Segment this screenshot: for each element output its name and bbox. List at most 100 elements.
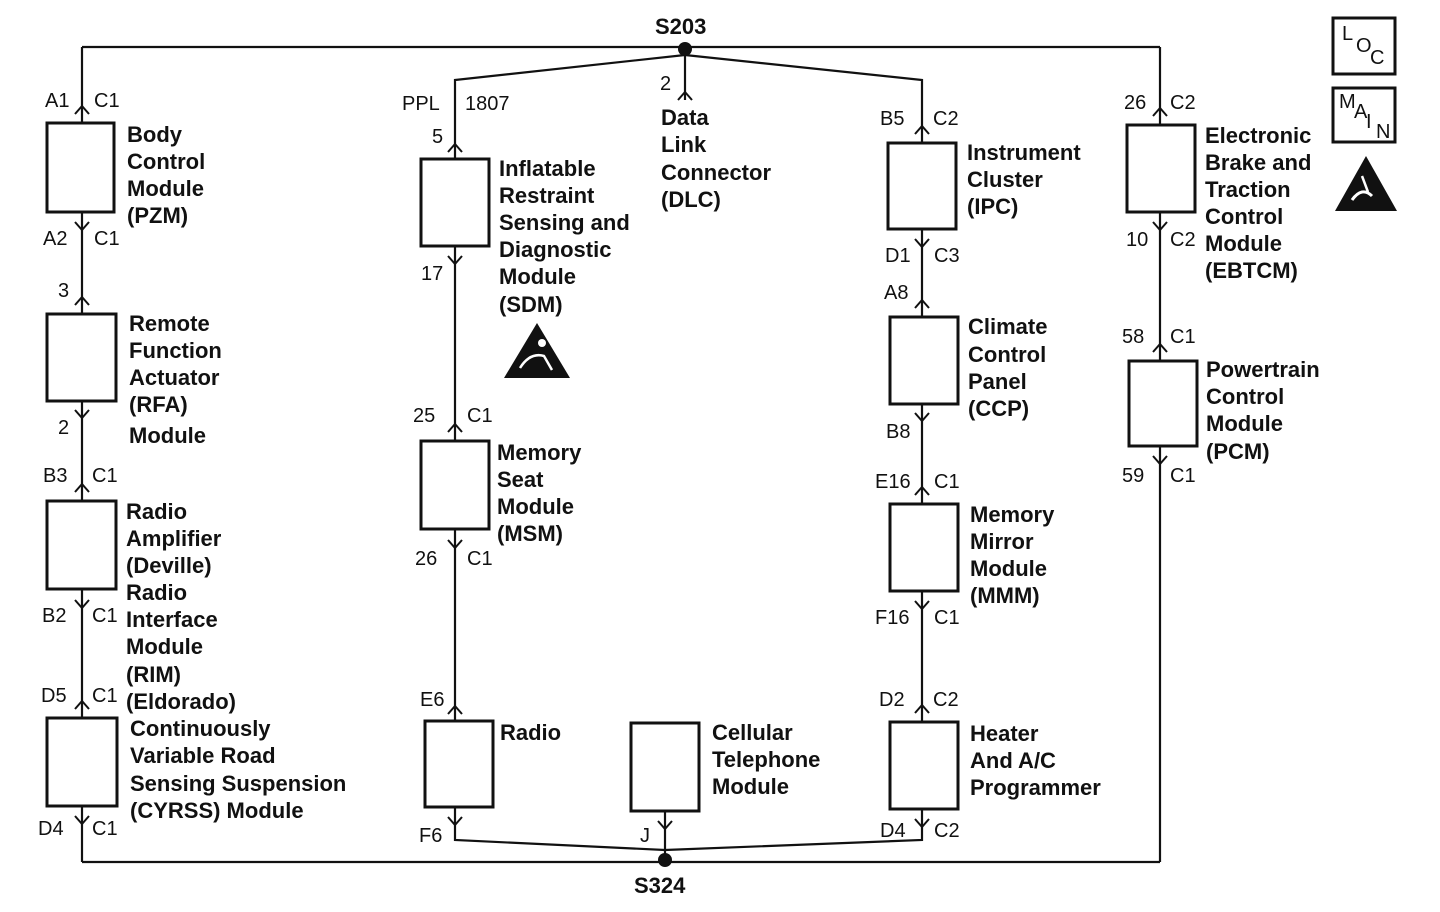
pin-label: F6 — [419, 825, 442, 847]
airbag-warning-icon — [504, 323, 570, 378]
msm-box — [419, 439, 491, 531]
sdm-label: Inflatable Restraint Sensing and Diagnos… — [499, 156, 636, 317]
connector-tick — [447, 255, 463, 266]
wire-color-label: PPL — [402, 93, 440, 115]
hvac-box — [888, 720, 960, 811]
cell-box — [629, 721, 701, 813]
pcm-box — [1127, 359, 1199, 448]
pin-label: A2 — [43, 228, 67, 250]
circuit-number-label: 1807 — [465, 93, 510, 115]
ccp-box — [888, 315, 960, 406]
ipc-box — [886, 141, 958, 231]
connector-label: C1 — [94, 90, 120, 112]
connector-tick — [914, 412, 930, 423]
connector-tick — [1152, 221, 1168, 232]
connector-label: C1 — [934, 471, 960, 493]
connector-label: C3 — [934, 245, 960, 267]
radio-box — [423, 719, 495, 809]
connector-tick — [914, 485, 930, 496]
rfa-box — [45, 312, 118, 403]
esd-warning-icon — [1335, 156, 1397, 211]
dlc-label: Data Link Connector (DLC) — [661, 105, 777, 212]
connector-tick — [74, 699, 90, 710]
main-letter: A — [1354, 101, 1368, 123]
splice-s324-dot — [658, 853, 672, 867]
connector-tick — [657, 820, 673, 831]
connector-label: C1 — [1170, 326, 1196, 348]
hvac-label: Heater And A/C Programmer — [970, 721, 1101, 800]
connector-tick — [74, 221, 90, 232]
connector-tick — [914, 298, 930, 309]
pin-label: 2 — [660, 73, 671, 95]
connector-label: C1 — [934, 607, 960, 629]
pin-label: J — [640, 825, 650, 847]
connector-tick — [914, 238, 930, 249]
connector-label: C1 — [92, 465, 118, 487]
ipc-label: Instrument Cluster (IPC) — [967, 140, 1087, 219]
main-letter: N — [1376, 121, 1390, 143]
wiring — [80, 42, 1162, 867]
main-symbol: M A I N — [1331, 86, 1397, 144]
pin-label: 25 — [413, 405, 435, 427]
pin-label: D1 — [885, 245, 911, 267]
connector-tick — [1152, 455, 1168, 466]
connector-tick — [447, 142, 463, 153]
connector-tick — [74, 599, 90, 610]
connector-tick — [914, 818, 930, 829]
pin-label: D5 — [41, 685, 67, 707]
connector-ticks — [74, 90, 1168, 831]
radio-label: Radio — [500, 720, 561, 745]
pin-label: 10 — [1126, 229, 1148, 251]
bcm-box — [45, 121, 116, 214]
pin-label: E6 — [420, 689, 444, 711]
pin-label: E16 — [875, 471, 911, 493]
bcm-label: Body Control Module (PZM) — [127, 122, 211, 228]
pin-label: 26 — [415, 548, 437, 570]
connector-label: C1 — [1170, 465, 1196, 487]
module-labels: Body Control Module (PZM) Remote Functio… — [126, 105, 1326, 823]
amp-label: Radio Amplifier (Deville) Radio Interfac… — [126, 499, 236, 714]
connector-label: C2 — [1170, 92, 1196, 114]
sdm-box — [419, 157, 491, 248]
splice-s203-label: S203 — [655, 14, 706, 39]
connector-tick — [74, 104, 90, 115]
wire-radio-s324 — [453, 808, 666, 852]
cell-label: Cellular Telephone Module — [712, 720, 827, 799]
connector-tick — [914, 600, 930, 611]
pin-label: A1 — [45, 90, 69, 112]
ebtcm-label: Electronic Brake and Traction Control Mo… — [1205, 123, 1318, 283]
connector-tick — [914, 703, 930, 714]
connector-label: C2 — [933, 689, 959, 711]
connector-tick — [74, 482, 90, 493]
pin-label: D4 — [38, 818, 64, 840]
splice-s203-dot — [678, 42, 692, 56]
connector-label: C1 — [92, 605, 118, 627]
connector-label: C1 — [467, 548, 493, 570]
loc-letter: C — [1370, 47, 1384, 69]
pin-label: B5 — [880, 108, 904, 130]
cvrss-box — [45, 716, 119, 808]
connector-tick — [74, 815, 90, 826]
wire-s203-sdm — [453, 53, 686, 158]
connector-label: C2 — [934, 820, 960, 842]
pin-label: D2 — [879, 689, 905, 711]
connector-tick — [447, 816, 463, 827]
loc-letter: O — [1356, 35, 1372, 57]
pin-label: 59 — [1122, 465, 1144, 487]
mmm-label: Memory Mirror Module (MMM) — [970, 502, 1060, 608]
ccp-label: Climate Control Panel (CCP) — [968, 314, 1054, 421]
pin-label: B3 — [43, 465, 67, 487]
ebtcm-box — [1125, 123, 1197, 214]
rfa-label: Remote Function Actuator (RFA) Module — [129, 311, 228, 448]
pin-label: F16 — [875, 607, 909, 629]
mmm-box — [888, 502, 960, 593]
pin-label: D4 — [880, 820, 906, 842]
connector-label: C2 — [1170, 229, 1196, 251]
connector-label: C1 — [94, 228, 120, 250]
location-symbol: L O C — [1331, 16, 1397, 76]
main-letter: I — [1366, 111, 1372, 133]
pin-label: 17 — [421, 263, 443, 285]
pcm-label: Powertrain Control Module (PCM) — [1206, 357, 1326, 464]
connector-tick — [447, 539, 463, 550]
wire-s203-ipc — [684, 53, 924, 142]
